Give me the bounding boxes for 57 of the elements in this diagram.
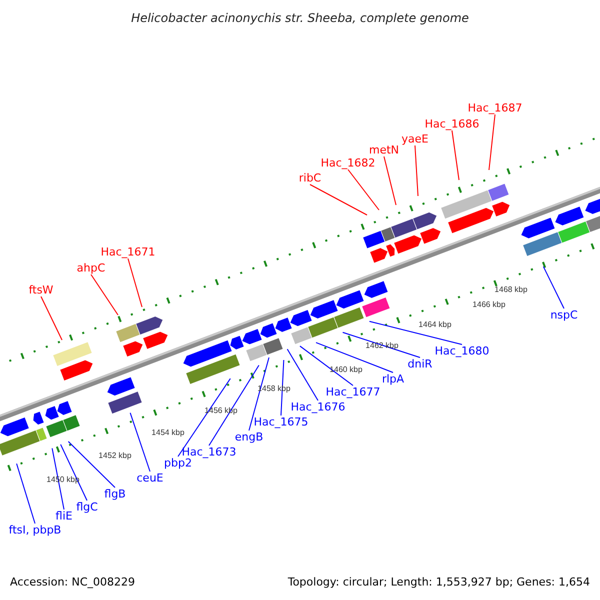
leader-line <box>452 130 460 180</box>
leader-line <box>280 360 284 416</box>
leader-line <box>208 364 260 446</box>
scale-label: 1468 kbp <box>494 286 528 294</box>
leader-line <box>384 156 396 206</box>
gene-label: ceuE <box>136 472 164 484</box>
gene-label: Hac_1680 <box>434 346 490 356</box>
gene-label: dniR <box>408 358 432 370</box>
leader-line <box>488 114 496 170</box>
leader-line <box>316 342 394 373</box>
gene-label: yaeE <box>402 134 428 144</box>
gene-label: pbp2 <box>164 458 192 468</box>
leader-line <box>368 320 462 345</box>
gene-label: Hac_1686 <box>424 118 480 130</box>
gene-label: flgB <box>104 488 126 500</box>
gene-label: ahpC <box>76 262 106 274</box>
leader-line <box>178 378 231 457</box>
gene-label: Hac_1671 <box>100 246 156 258</box>
scale-label: 1466 kbp <box>472 301 506 309</box>
leader-line <box>414 145 418 196</box>
accession-text: Accession: NC_008229 <box>10 576 136 588</box>
diagram-title: Helicobacter acinonychis str. Sheeba, complete genome <box>131 12 469 24</box>
gene-label: Hac_1676 <box>290 402 346 412</box>
leader-line <box>342 332 420 358</box>
scale-label: 1454 kbp <box>152 429 184 437</box>
gene-label: ftsW <box>28 284 54 296</box>
leader-line <box>310 184 368 216</box>
gene-label: fliE <box>56 510 72 522</box>
leader-line <box>286 348 318 401</box>
scale-label: 1460 kbp <box>330 366 362 374</box>
gene-label: Hac_1687 <box>468 102 522 114</box>
leader-line <box>16 463 36 524</box>
gene-label: ribC <box>298 172 322 184</box>
gene-label: Hac_1682 <box>320 158 376 168</box>
gene-label: ftsI, pbpB <box>8 524 62 536</box>
leader-line <box>40 296 62 340</box>
gene-label: Hac_1673 <box>182 446 236 458</box>
scale-label: 1462 kbp <box>366 342 398 350</box>
leader-line <box>299 346 354 386</box>
leader-line <box>68 440 116 488</box>
leader-line <box>130 412 150 472</box>
scale-label: 1464 kbp <box>418 321 452 329</box>
leader-line <box>348 169 380 210</box>
gene-label: engB <box>234 432 264 442</box>
leader-line <box>90 274 118 316</box>
gene-label: nspC <box>550 310 578 320</box>
gene-label: metN <box>368 144 400 156</box>
scale-label: 1452 kbp <box>98 452 132 460</box>
leader-line <box>128 258 142 308</box>
leader-line <box>248 357 270 431</box>
leader-line <box>542 266 564 309</box>
gene-label: Hac_1677 <box>326 386 380 398</box>
gene-label: flgC <box>76 502 98 512</box>
genome-info-text: Topology: circular; Length: 1,553,927 bp; Genes: 1,654 <box>288 576 590 588</box>
gene-label: Hac_1675 <box>254 416 308 428</box>
gene-label: rlpA <box>382 374 404 384</box>
leader-line <box>52 448 64 510</box>
